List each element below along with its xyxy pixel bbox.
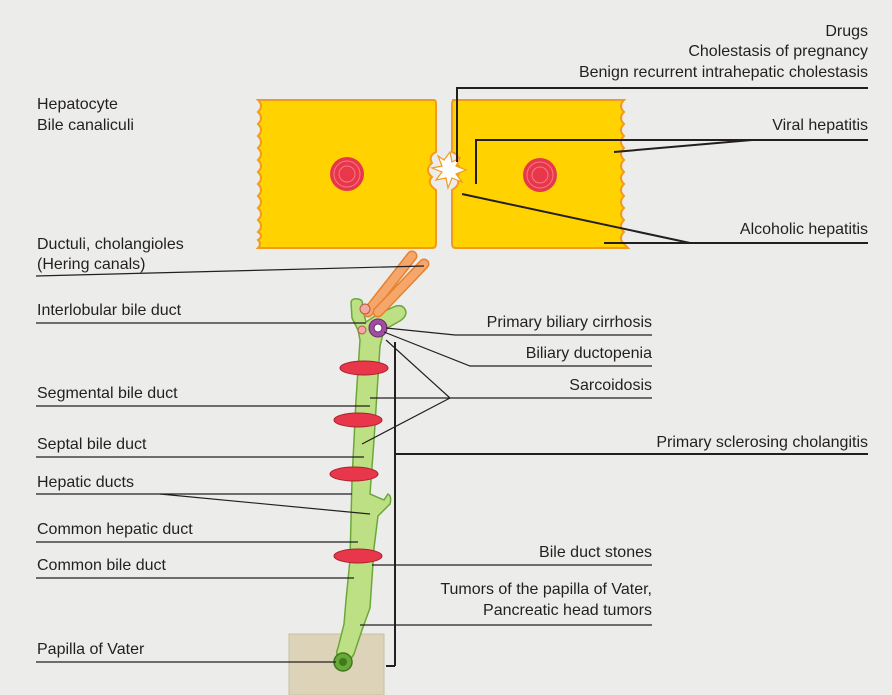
ductule-circle (360, 304, 370, 314)
label-bile-canaliculi: Bile canaliculi (37, 116, 134, 135)
label-septal: Septal bile duct (37, 435, 146, 454)
label-benign-recurrent: Benign recurrent intrahepatic cholestasi… (579, 63, 868, 82)
label-psc: Primary sclerosing cholangitis (656, 433, 868, 452)
label-drugs: Drugs (825, 22, 868, 41)
obstruction-hepatic (330, 467, 378, 481)
leader-hepatic-ducts (36, 494, 370, 514)
label-viral-hepatitis: Viral hepatitis (772, 116, 868, 135)
label-cholestasis-pregnancy: Cholestasis of pregnancy (688, 42, 868, 61)
label-alcoholic-hepatitis: Alcoholic hepatitis (740, 220, 868, 239)
cholangioles (368, 256, 424, 312)
label-hepatocyte: Hepatocyte (37, 95, 118, 114)
label-hepatic-ducts: Hepatic ducts (37, 473, 134, 492)
label-segmental: Segmental bile duct (37, 384, 178, 403)
obstruction-segmental (340, 361, 388, 375)
ductule-circle (358, 326, 366, 334)
nucleus-left (330, 157, 364, 191)
label-common-bile: Common bile duct (37, 556, 166, 575)
label-pancreatic-head: Pancreatic head tumors (483, 601, 652, 620)
papilla-center (339, 658, 347, 666)
label-papilla: Papilla of Vater (37, 640, 144, 659)
label-ductopenia: Biliary ductopenia (526, 344, 652, 363)
leader-viral-b (614, 140, 752, 152)
label-tumors-papilla: Tumors of the papilla of Vater, (440, 580, 652, 599)
interlobular-duct-lesion (369, 319, 387, 337)
nucleus-right (523, 158, 557, 192)
label-bile-duct-stones: Bile duct stones (539, 543, 652, 562)
label-hering: (Hering canals) (37, 255, 145, 274)
label-common-hepatic: Common hepatic duct (37, 520, 193, 539)
label-ductuli: Ductuli, cholangioles (37, 235, 184, 254)
obstruction-septal (334, 413, 382, 427)
label-pbc: Primary biliary cirrhosis (487, 313, 652, 332)
obstruction-common-bile (334, 549, 382, 563)
label-sarcoidosis: Sarcoidosis (569, 376, 652, 395)
label-interlobular: Interlobular bile duct (37, 301, 181, 320)
